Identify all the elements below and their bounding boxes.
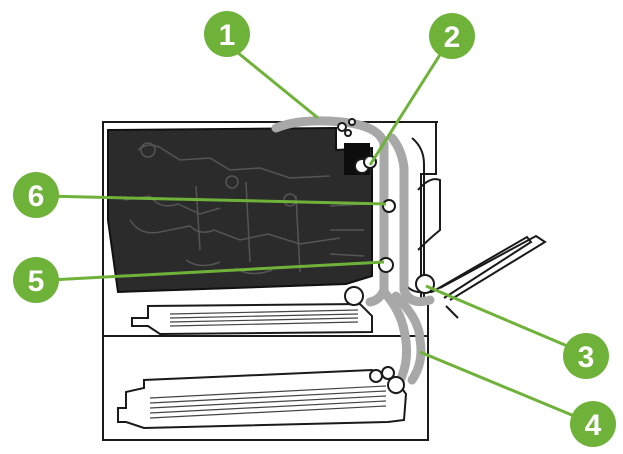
- leader-5: [49, 260, 385, 282]
- toner-cartridge: [107, 126, 373, 294]
- callout-4-label: 4: [585, 409, 602, 442]
- callout-6-label: 6: [28, 180, 45, 213]
- leader-2: [368, 49, 445, 166]
- callout-5-label: 5: [28, 265, 45, 298]
- paper-path: [271, 116, 435, 395]
- leader-3: [425, 284, 573, 350]
- tray-3: [117, 368, 408, 430]
- callout-1-label: 1: [219, 19, 236, 52]
- callout-3-label: 3: [578, 341, 595, 374]
- leader-1: [231, 46, 319, 120]
- callout-5: 5: [13, 257, 59, 303]
- tray-2: [131, 302, 373, 336]
- callout-3: 3: [563, 333, 609, 379]
- callout-leaders: [43, 46, 580, 420]
- callout-4: 4: [570, 401, 616, 447]
- callout-6: 6: [13, 172, 59, 218]
- output-tray: [431, 234, 547, 319]
- leader-6: [43, 194, 387, 206]
- leader-4: [419, 350, 580, 420]
- callout-2: 2: [429, 13, 475, 59]
- callout-1: 1: [204, 11, 250, 57]
- rollers: [337, 118, 435, 394]
- callout-2-label: 2: [444, 21, 461, 54]
